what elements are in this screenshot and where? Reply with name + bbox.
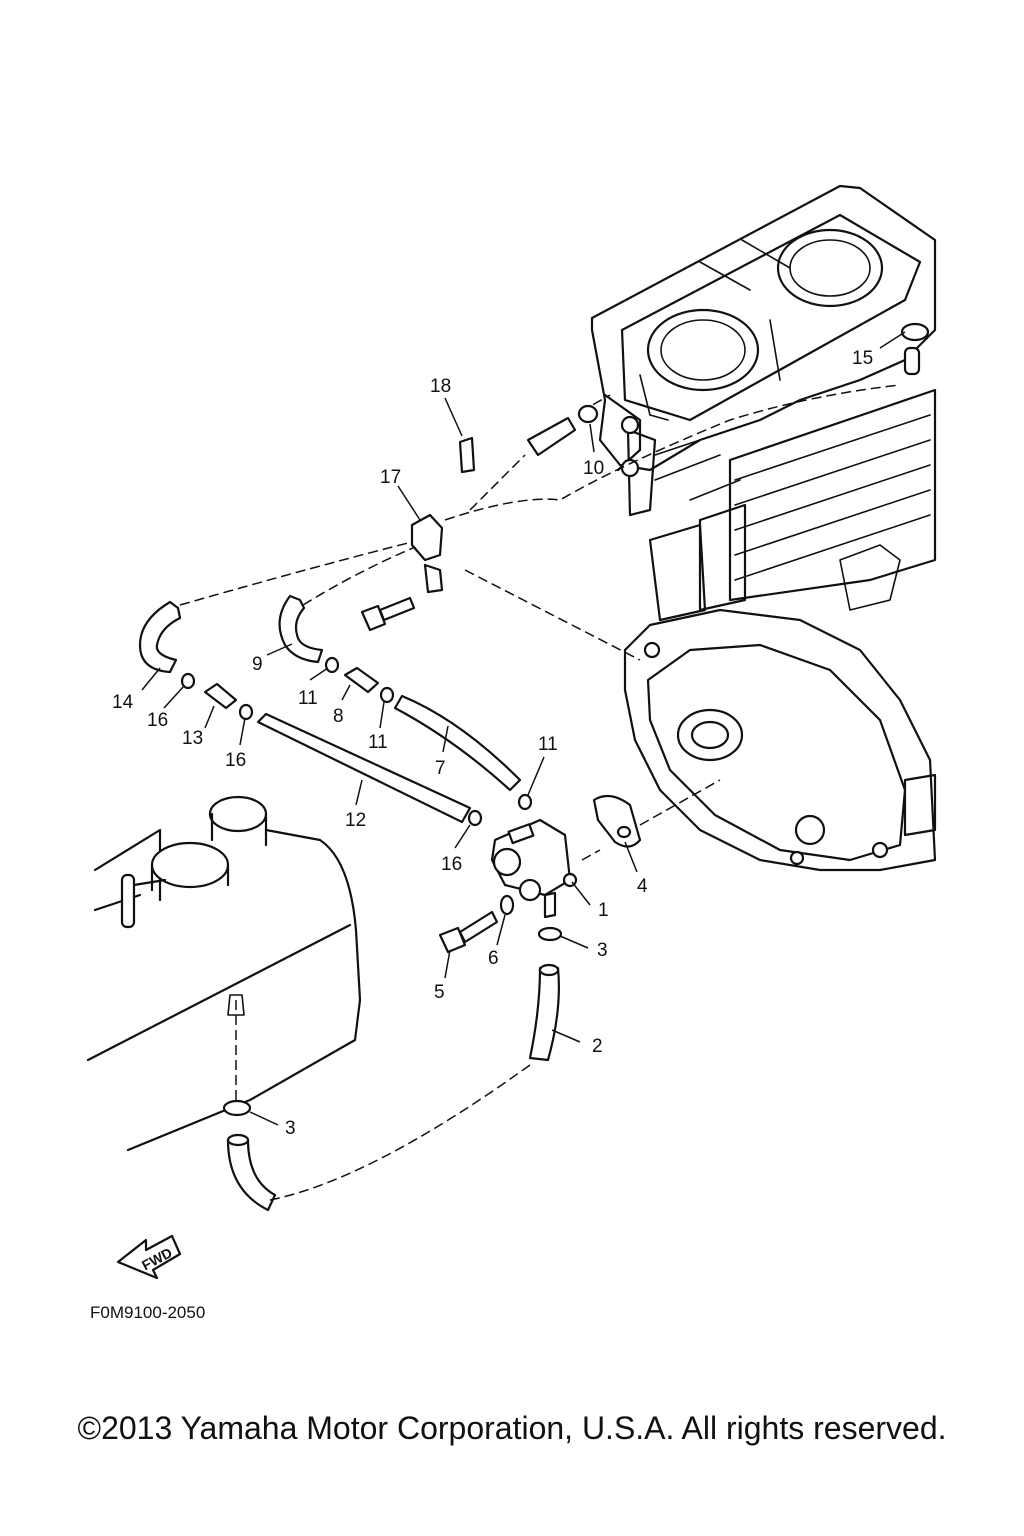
callout-14: 14 [112, 692, 134, 713]
figure-code: F0M9100-2050 [90, 1303, 205, 1322]
callout-9: 9 [252, 654, 263, 675]
callout-8: 8 [333, 706, 344, 727]
callout-10: 10 [583, 458, 604, 479]
callout-11-b: 11 [368, 732, 388, 753]
oil-tank [86, 795, 362, 1152]
callout-18: 18 [430, 376, 451, 397]
callout-16-c: 16 [441, 854, 462, 875]
callout-1: 1 [598, 900, 609, 921]
fwd-label: FWD [139, 1244, 175, 1273]
callout-16-b: 16 [225, 750, 246, 771]
fwd-arrow-icon: FWD [116, 1234, 182, 1280]
engine-assembly [590, 184, 937, 872]
callout-3-upper: 3 [597, 940, 608, 961]
callout-3-lower: 3 [285, 1118, 296, 1139]
callout-4: 4 [637, 876, 648, 897]
callout-labels: 1 2 3 3 4 5 6 7 8 9 10 11 11 11 12 13 14… [112, 348, 873, 1139]
callout-17: 17 [380, 467, 401, 488]
callout-11-c: 11 [538, 734, 558, 755]
callout-16-a: 16 [147, 710, 168, 731]
callout-12: 12 [345, 810, 366, 831]
callout-7: 7 [435, 758, 446, 779]
copyright-notice: ©2013 Yamaha Motor Corporation, U.S.A. A… [77, 1410, 947, 1446]
callout-2: 2 [592, 1036, 603, 1057]
callout-6: 6 [488, 948, 499, 969]
callout-15: 15 [852, 348, 873, 369]
oil-hoses [138, 384, 901, 1212]
callout-leaders [141, 331, 906, 1126]
callout-11-a: 11 [298, 688, 318, 709]
callout-5: 5 [434, 982, 445, 1003]
callout-13: 13 [182, 728, 203, 749]
parts [180, 322, 930, 1117]
